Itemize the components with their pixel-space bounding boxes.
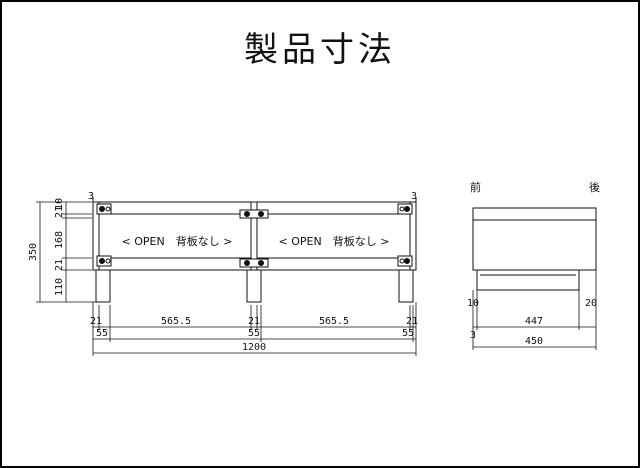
dim-wall-2: 21	[248, 316, 260, 327]
compartment-label-right: < OPEN 背板なし >	[279, 234, 390, 248]
side-front-label: 前	[470, 180, 481, 194]
dim-height-top: 21	[54, 206, 65, 218]
side-dim-right-offset: 20	[585, 298, 597, 309]
dim-width-total: 1200	[242, 342, 266, 353]
bracket-icon	[96, 255, 112, 267]
side-dim-left-offset: 10	[467, 298, 479, 309]
joint-hardware	[96, 203, 413, 268]
bracket-icon	[96, 203, 112, 215]
dim-wall-3: 21	[406, 316, 418, 327]
leg-left	[95, 269, 111, 303]
side-top-board	[472, 207, 597, 221]
side-leg	[476, 269, 580, 291]
side-body	[472, 219, 597, 271]
dim-height-legs: 110	[54, 278, 65, 296]
dim-span-2: 565.5	[319, 316, 349, 327]
height-dimension-lines	[36, 201, 96, 303]
dim-span-1: 565.5	[161, 316, 191, 327]
dim-leg-1: 55	[96, 328, 108, 339]
page-title: 製品寸法	[244, 30, 396, 70]
side-view	[472, 207, 597, 291]
dim-height-topgap: 10	[54, 198, 65, 210]
dim-top-right: 3	[411, 191, 417, 202]
compartment-label-left: < OPEN 背板なし >	[122, 234, 233, 248]
side-back-label: 後	[589, 180, 600, 194]
width-dimension-lines	[92, 302, 417, 356]
side-dimension-lines	[472, 270, 597, 350]
bracket-icon	[397, 255, 413, 267]
dim-top-left: 3	[88, 191, 94, 202]
leg-right	[398, 269, 414, 303]
dim-leg-3: 55	[402, 328, 414, 339]
dim-height-bottomgap: 21	[54, 259, 65, 271]
dim-height-interior: 168	[54, 231, 65, 249]
dim-height-total: 350	[28, 243, 39, 261]
side-dim-inner-depth: 447	[525, 316, 543, 327]
side-dim-total-depth: 450	[525, 336, 543, 347]
front-view	[92, 197, 417, 303]
bracket-icon	[239, 258, 269, 268]
dim-leg-2: 55	[248, 328, 260, 339]
bracket-icon	[239, 209, 269, 219]
leg-center	[246, 269, 262, 303]
dim-wall-1: 21	[90, 316, 102, 327]
bracket-icon	[397, 203, 413, 215]
side-dim-gap: 3	[470, 330, 476, 341]
